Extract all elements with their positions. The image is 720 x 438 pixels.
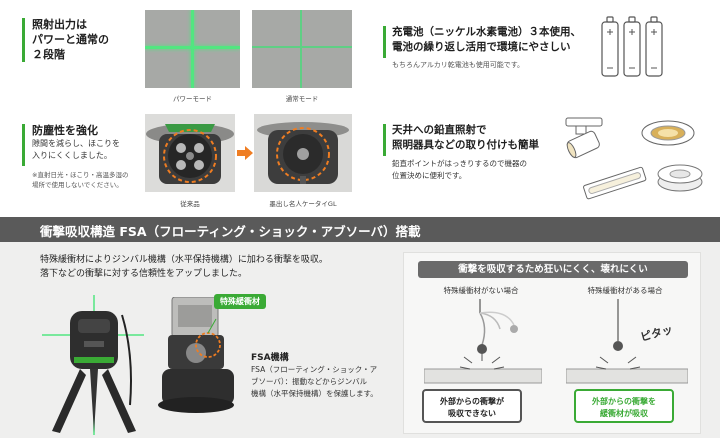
shock-head: 衝撃を吸収するため狂いにくく、壊れにくい [418, 261, 688, 278]
spotlight-icon [565, 117, 603, 159]
ceiling-desc: 鉛直ポイントがはっきりするので機器の 位置決めに便利です。 [392, 159, 527, 180]
protection-note: ※直射日光・ほこり・高温多湿の 場所で使用しないでください。 [32, 171, 129, 189]
arrow-icon [237, 146, 253, 160]
gl-product-image [254, 114, 352, 192]
fsa-header: 衝撃吸収構造 FSA（フローティング・ショック・アブソーバ）搭載 [0, 217, 720, 242]
without-cushion-label: 特殊緩衝材がない場合 [443, 286, 519, 295]
smoke-detector-icon [657, 164, 703, 192]
power-title: 照射出力は パワーと通常の ２段階 [32, 18, 109, 61]
battery-icon [601, 16, 663, 77]
ceiling-title: 天井への鉛直照射で 照明器具などの取り付けも簡単 [392, 124, 539, 151]
fsa-section: 衝撃吸収構造 FSA（フローティング・ショック・アブソーバ）搭載 特殊緩衝材によ… [0, 217, 720, 438]
protection-title: 防塵性を強化 [32, 124, 98, 137]
caption-normal-mode: 通常モード [285, 95, 319, 103]
with-cushion-diagram [566, 299, 688, 384]
laser-level-tripod-image [42, 295, 144, 435]
accent-bar [22, 18, 25, 62]
fsa-intro: 特殊緩衝材によりジンバル機構（水平保持機構）に加わる衝撃を吸収。 落下などの衝撃… [40, 255, 328, 279]
downlight-icon [641, 120, 695, 146]
with-cushion-result: 外部からの衝撃を 緩衝材が吸収 [574, 389, 674, 423]
conventional-product-image [145, 114, 235, 192]
caption-conventional: 従来品 [180, 200, 200, 208]
caption-gl: 墨出し名人ケータイGL [269, 200, 337, 208]
cushion-badge: 特殊緩衝材 [214, 294, 266, 309]
fsa-mech-title: FSA機構 [251, 353, 289, 363]
without-cushion-result: 外部からの衝撃が 吸収できない [422, 389, 522, 423]
protection-desc: 隙間を減らし、ほこりを 入りにくくしました。 [32, 139, 120, 160]
without-cushion-diagram [424, 299, 542, 384]
gimbal-mechanism-image [158, 297, 234, 413]
accent-bar [383, 124, 386, 156]
fsa-mech-desc: FSA（フローティング・ショック・ア ブソーバ）：振動などからジンバル 機構（水… [251, 365, 378, 398]
with-cushion-label: 特殊緩衝材がある場合 [587, 286, 663, 295]
battery-note: もちろんアルカリ乾電池も使用可能です。 [392, 61, 525, 69]
battery-title: 充電池（ニッケル水素電池）３本使用、 電池の繰り返し活用で環境にやさしい [392, 26, 581, 53]
accent-bar [383, 26, 386, 58]
caption-power-mode: パワーモード [173, 95, 212, 103]
shock-comparison: 衝撃を吸収するため狂いにくく、壊れにくい 特殊緩衝材がない場合 特殊緩衝材がある… [403, 252, 701, 434]
power-mode-image [145, 10, 240, 88]
fsa-header-text: 衝撃吸収構造 FSA（フローティング・ショック・アブソーバ）搭載 [40, 224, 421, 239]
normal-mode-image [252, 10, 352, 88]
fluorescent-light-icon [583, 166, 647, 200]
accent-bar [22, 124, 25, 166]
